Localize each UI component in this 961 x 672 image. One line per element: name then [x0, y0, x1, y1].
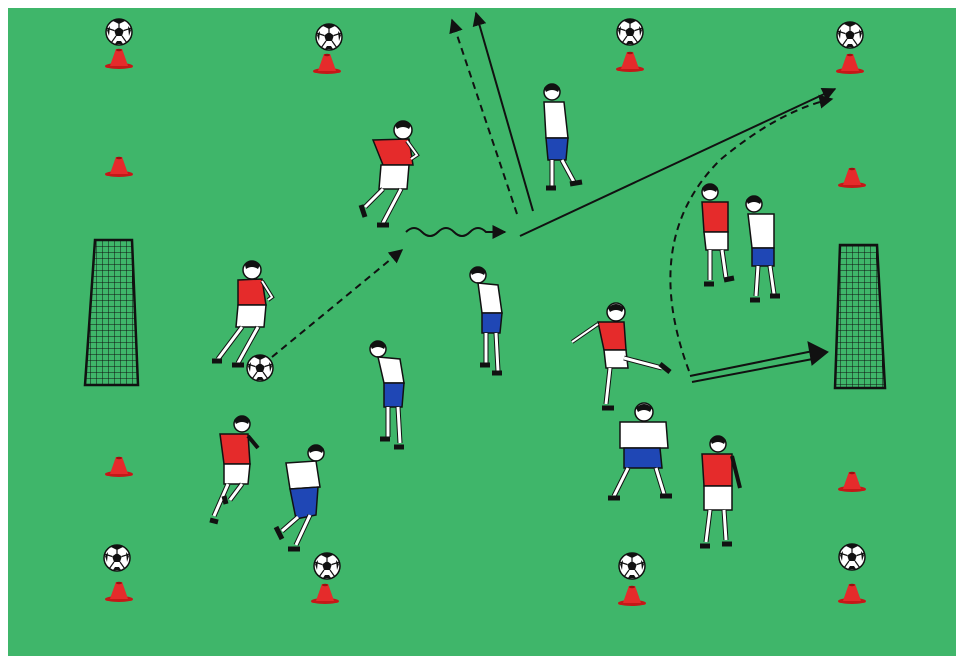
football-icon	[839, 544, 865, 570]
football-icon	[837, 22, 863, 48]
goal-left-icon	[85, 240, 138, 385]
football-icon	[316, 24, 342, 50]
football-icon	[106, 19, 132, 45]
football-icon	[314, 553, 340, 579]
football-icon	[617, 19, 643, 45]
football-icon	[619, 553, 645, 579]
football-icon	[247, 355, 273, 381]
goal-right-icon	[835, 245, 885, 388]
football-icon	[104, 545, 130, 571]
